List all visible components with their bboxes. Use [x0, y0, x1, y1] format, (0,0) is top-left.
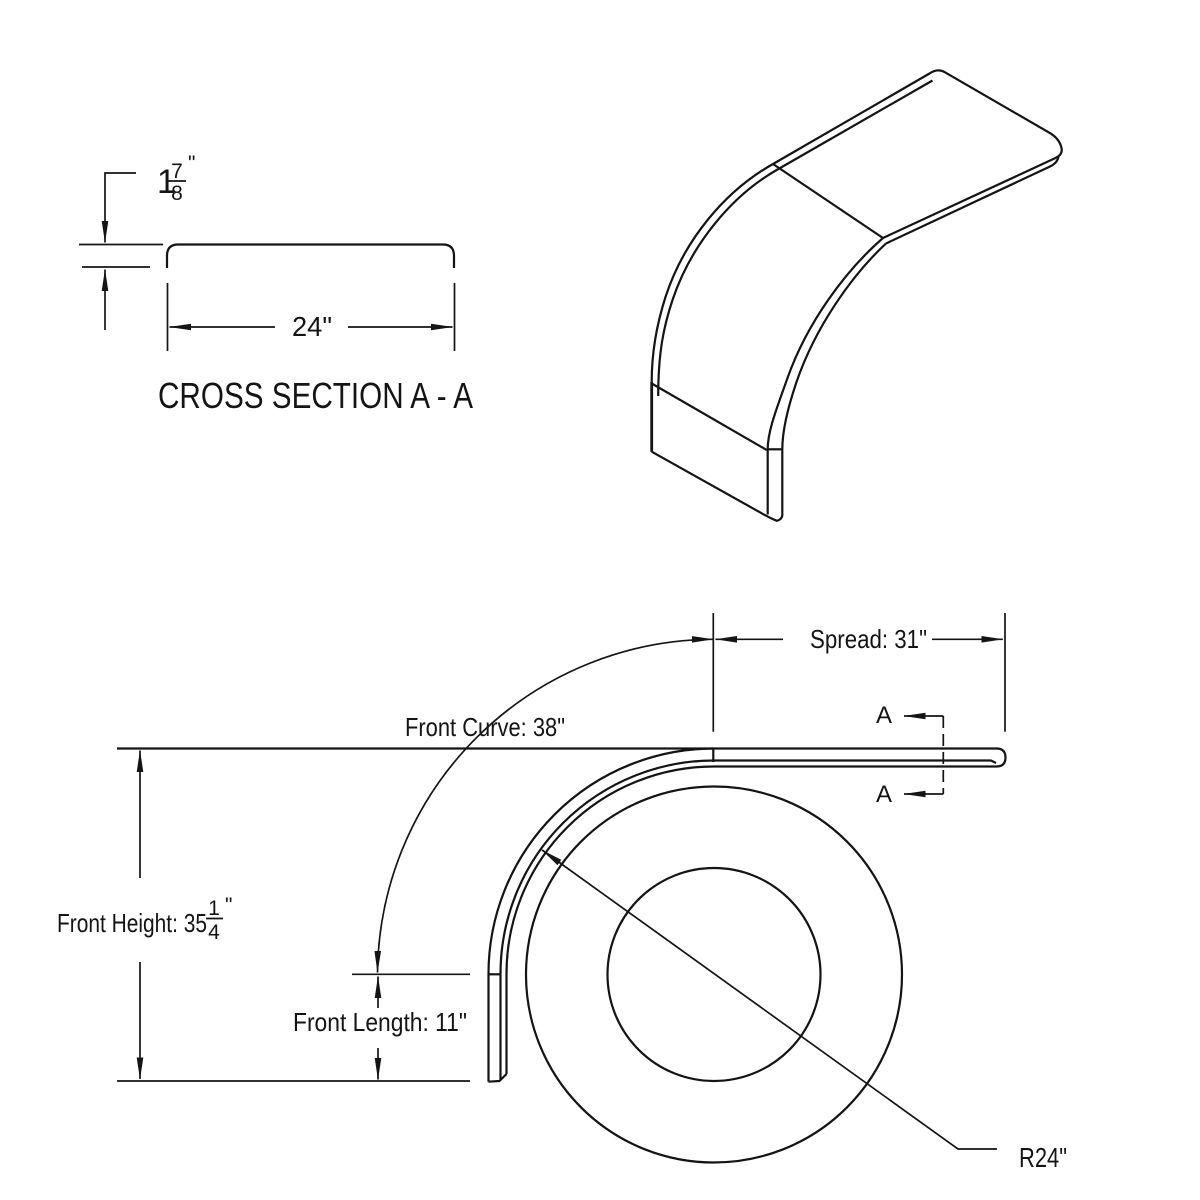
lip-dim-whole: 1	[157, 163, 176, 201]
iso-top-panel-near-edge-thickness	[885, 156, 1060, 245]
front-height-label: Front Height: 35	[57, 908, 207, 938]
front-height-numerator: 1	[208, 897, 220, 920]
fender-front-bottom-edge	[488, 1073, 508, 1083]
lip-dim-denominator: 8	[171, 182, 183, 205]
iso-top-panel-outline	[772, 69, 1063, 239]
iso-lower-seam-line	[651, 382, 768, 451]
cross-section-view: 1 7 8 " 24" CROSS SECTION A - A	[79, 152, 473, 416]
lip-dim-numerator: 7	[171, 160, 183, 183]
width-dim-label: 24"	[292, 311, 332, 342]
front-curve-label: Front Curve: 38"	[405, 712, 565, 742]
side-view: A A Spread: 31" Front Curve: 38" Front H…	[57, 613, 1067, 1173]
front-length-label: Front Length: 11"	[293, 1007, 467, 1037]
section-marker-bottom-label: A	[876, 781, 892, 808]
isometric-view	[650, 69, 1063, 522]
spread-label: Spread: 31"	[810, 624, 927, 654]
fender-outer-top-and-lip	[117, 747, 1007, 1074]
section-marker-top-label: A	[876, 702, 892, 729]
iso-near-silhouette-thickness	[781, 242, 887, 514]
tire-outline	[524, 785, 904, 1164]
front-curve-dim-arc	[374, 636, 714, 973]
cross-section-title: CROSS SECTION A - A	[158, 375, 473, 416]
fender-mid-line	[499, 759, 997, 1081]
radius-leader-line	[541, 849, 997, 1150]
iso-top-panel-far-edge-thickness	[776, 79, 934, 171]
iso-far-silhouette-curve	[650, 163, 774, 382]
front-height-unit: "	[225, 894, 232, 917]
iso-upper-seam-line	[772, 163, 884, 239]
wheel-hub-outline	[606, 866, 822, 1083]
iso-near-silhouette-curve	[766, 237, 884, 515]
iso-far-silhouette-thickness	[657, 168, 779, 397]
iso-front-bottom-edge	[651, 450, 784, 522]
radius-label: R24"	[1019, 1142, 1067, 1173]
lip-dim-unit: "	[188, 152, 195, 175]
fender-outer-arch-arc	[487, 747, 715, 975]
lip-dim-leader	[101, 172, 136, 243]
front-height-denominator: 4	[208, 921, 220, 944]
cross-section-profile	[165, 243, 456, 268]
